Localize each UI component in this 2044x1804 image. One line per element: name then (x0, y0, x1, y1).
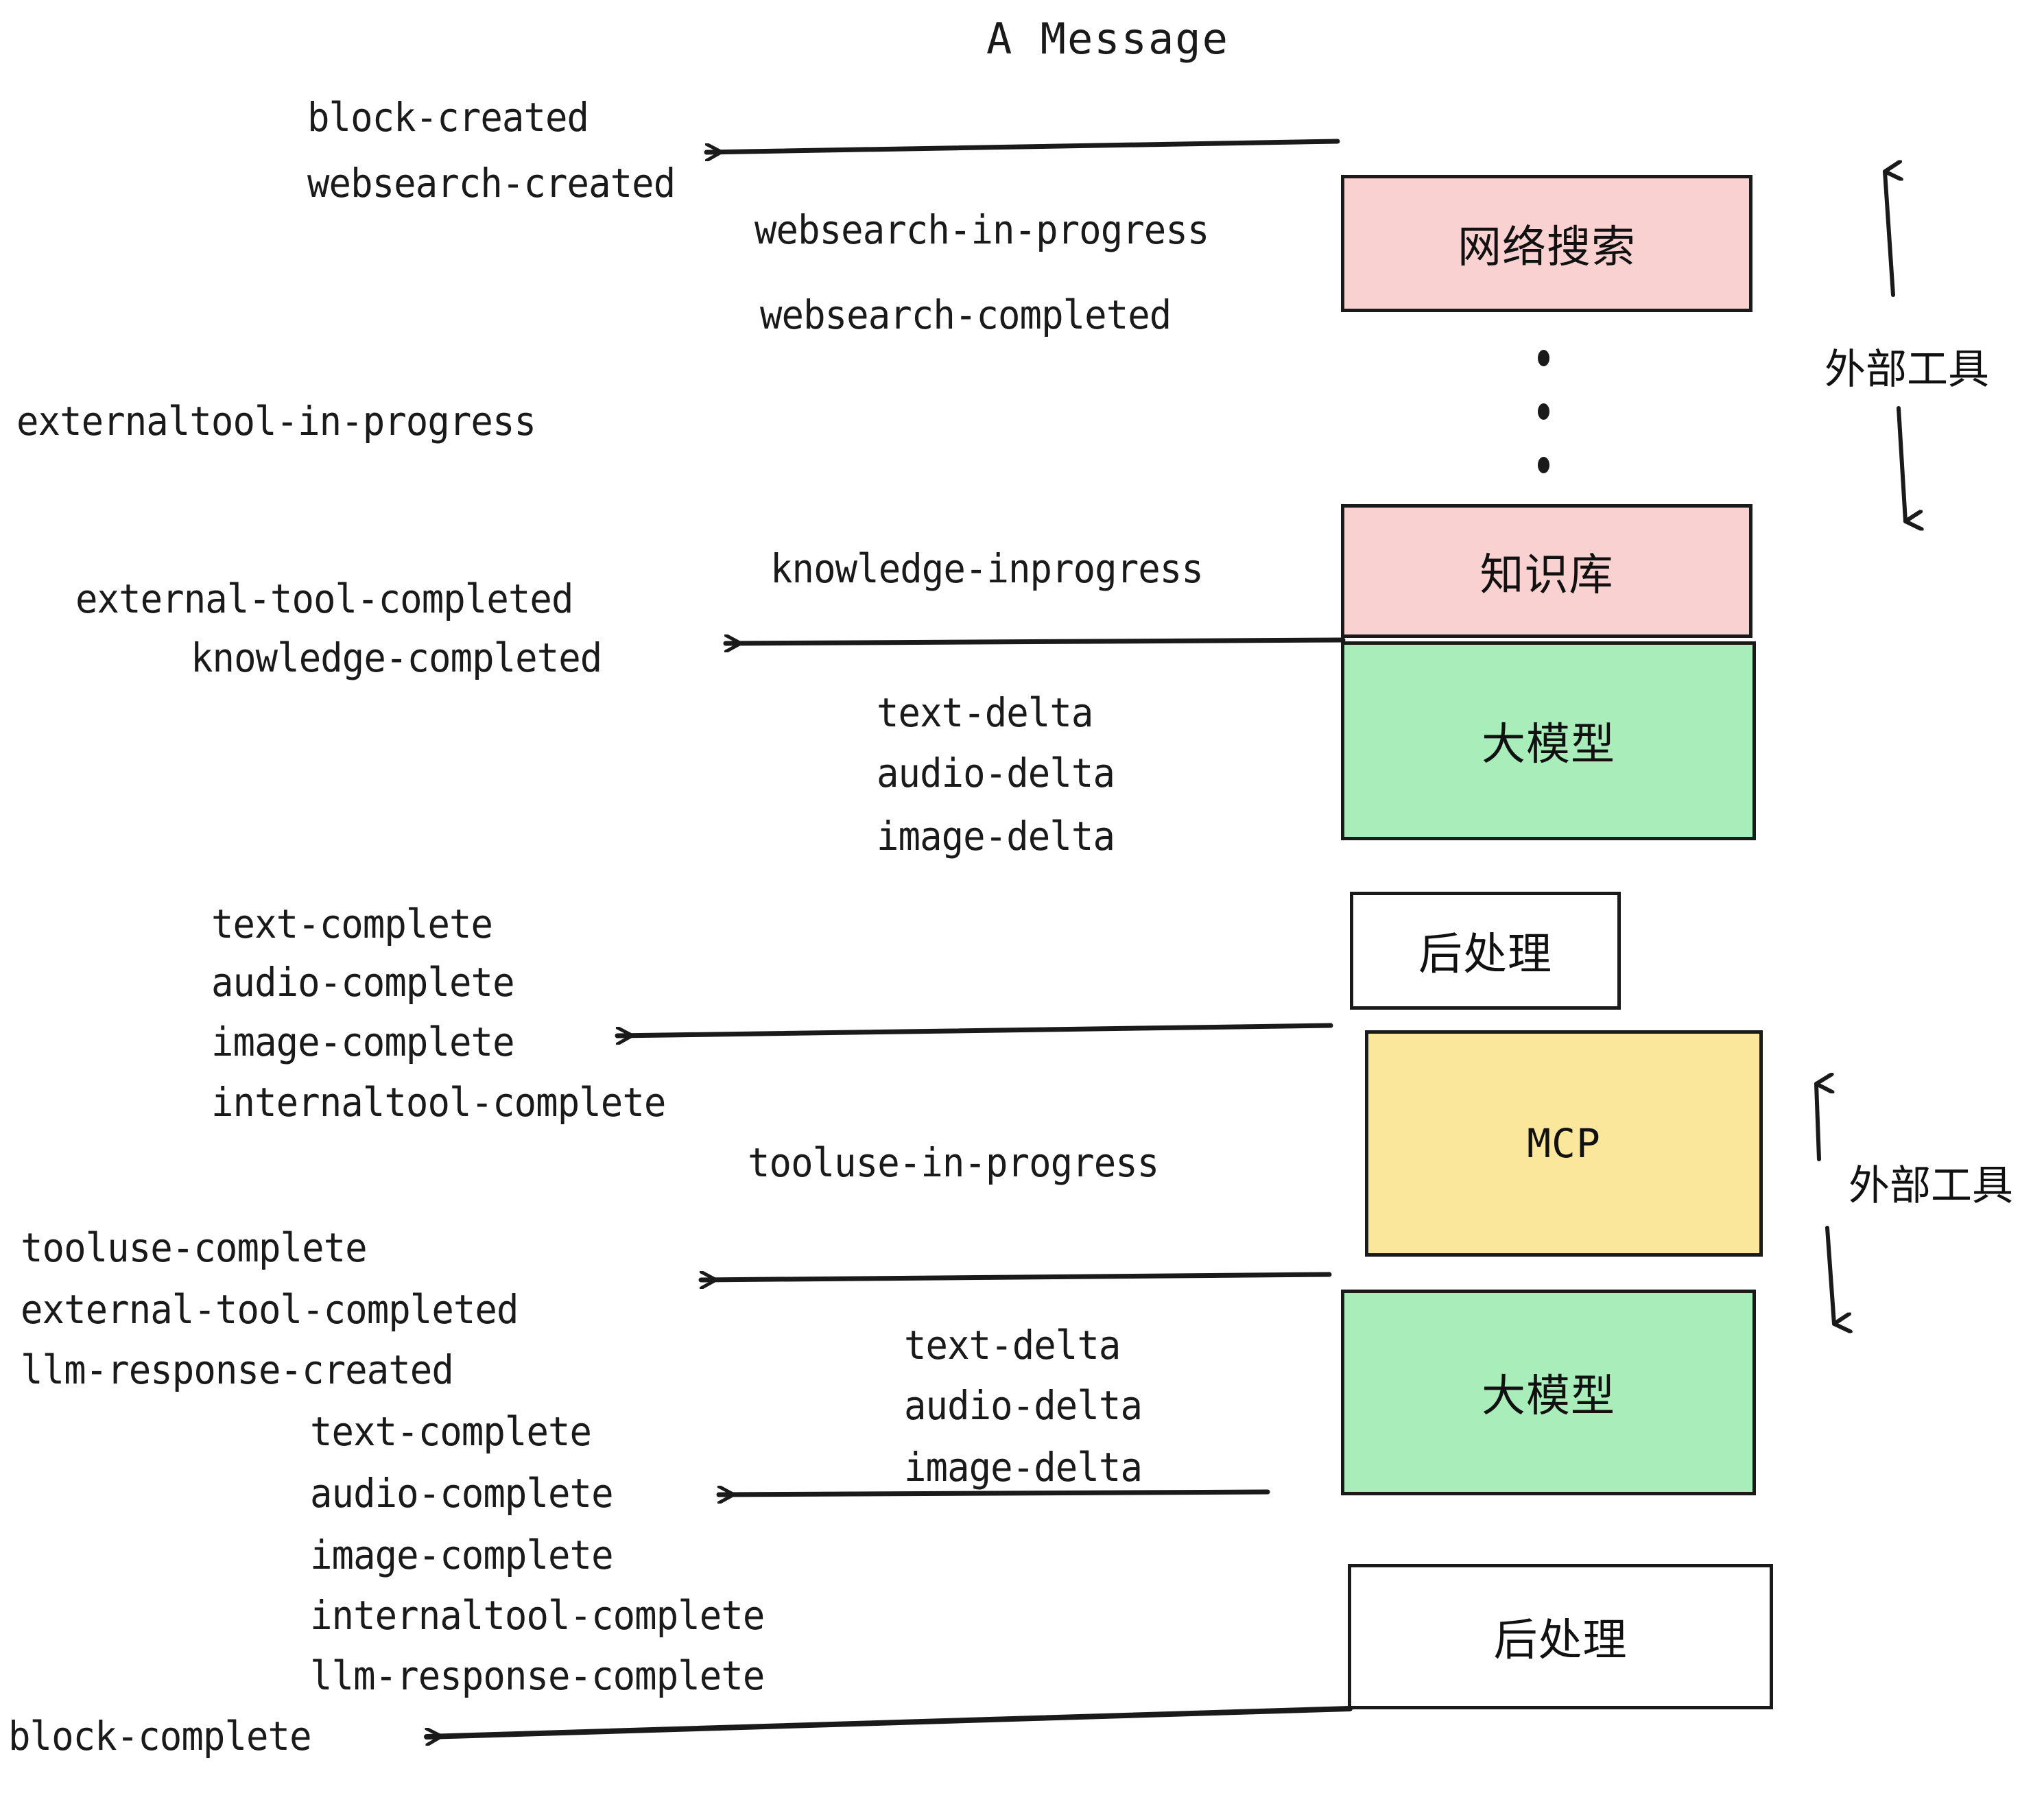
event-text-delta-2: text-delta (904, 1322, 1121, 1368)
event-websearch-in-progress: websearch-in-progress (754, 206, 1209, 253)
event-websearch-created: websearch-created (307, 160, 676, 206)
event-llm-response-created: llm-response-created (21, 1346, 454, 1393)
node-post-processing-top[interactable]: 后处理 (1350, 892, 1621, 1010)
event-text-complete-2: text-complete (310, 1408, 592, 1455)
label-external-tool-bottom: 外部工具 (1849, 1162, 2013, 1210)
arrow-image-complete (615, 1023, 1333, 1036)
event-audio-delta-1: audio-delta (877, 750, 1115, 796)
node-websearch[interactable]: 网络搜索 (1341, 175, 1752, 312)
arrow-block-complete (424, 1706, 1353, 1737)
event-llm-response-complete: llm-response-complete (310, 1652, 765, 1699)
arrow-knowledge-completed (723, 640, 1346, 643)
event-image-delta-2: image-delta (904, 1444, 1143, 1491)
node-knowledge-base[interactable]: 知识库 (1341, 504, 1752, 638)
arrow-websearch-to-block-created (704, 139, 1340, 152)
node-mcp[interactable]: MCP (1365, 1030, 1763, 1257)
event-image-complete-1: image-complete (211, 1019, 515, 1065)
event-externaltool-in-progress: externaltool-in-progress (16, 398, 536, 444)
event-image-complete-2: image-complete (310, 1532, 614, 1578)
label-external-tool-top: 外部工具 (1825, 346, 1989, 394)
arrow-audio-complete (716, 1492, 1270, 1495)
node-llm-top-label: 大模型 (1482, 720, 1615, 770)
node-llm-bottom-label: 大模型 (1482, 1371, 1615, 1422)
ellipsis-dots (1536, 350, 1550, 473)
node-llm-bottom[interactable]: 大模型 (1341, 1290, 1756, 1495)
node-knowledge-base-label: 知识库 (1479, 549, 1614, 601)
event-text-complete-1: text-complete (211, 901, 493, 947)
event-knowledge-inprogress: knowledge-inprogress (770, 545, 1204, 592)
event-block-created: block-created (307, 94, 589, 141)
event-internaltool-complete-2: internaltool-complete (310, 1592, 765, 1639)
node-post-processing-top-label: 后处理 (1418, 929, 1552, 980)
node-mcp-label: MCP (1527, 1120, 1601, 1167)
event-audio-complete-1: audio-complete (211, 959, 515, 1006)
event-tooluse-complete: tooluse-complete (21, 1224, 368, 1271)
event-external-tool-completed-1: external-tool-completed (75, 575, 573, 622)
node-websearch-label: 网络搜索 (1458, 222, 1636, 273)
arrow-tooluse-complete (698, 1274, 1332, 1280)
event-websearch-completed: websearch-completed (760, 292, 1172, 338)
event-audio-delta-2: audio-delta (904, 1382, 1143, 1429)
node-llm-top[interactable]: 大模型 (1341, 641, 1756, 840)
node-post-processing-bottom-label: 后处理 (1493, 1615, 1628, 1666)
external-tool-range-bottom (1814, 1084, 1834, 1324)
event-internaltool-complete-1: internaltool-complete (211, 1079, 666, 1126)
event-image-delta-1: image-delta (877, 813, 1115, 859)
event-text-delta-1: text-delta (877, 689, 1093, 736)
event-audio-complete-2: audio-complete (310, 1470, 614, 1517)
node-post-processing-bottom[interactable]: 后处理 (1348, 1564, 1773, 1709)
diagram-title: A Message (986, 14, 1229, 64)
event-external-tool-completed-2: external-tool-completed (21, 1286, 519, 1333)
event-tooluse-in-progress: tooluse-in-progress (748, 1139, 1159, 1186)
event-block-complete: block-complete (8, 1713, 312, 1759)
event-knowledge-completed: knowledge-completed (191, 634, 602, 681)
